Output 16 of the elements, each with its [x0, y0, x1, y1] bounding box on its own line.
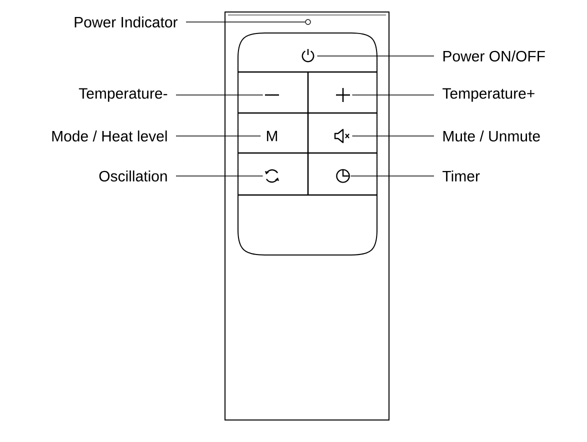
button-icon — [336, 169, 350, 183]
callout-label: Power Indicator — [74, 16, 178, 28]
callout-label: Mode / Heat level — [52, 130, 167, 142]
callout-label: Temperature- — [78, 88, 168, 102]
button-letter: M — [266, 130, 278, 142]
callout-label: Power ON/OFF — [443, 50, 545, 62]
callout-label: Mute / Unmute — [443, 130, 540, 142]
button-icon — [336, 88, 350, 102]
button-icon — [302, 49, 314, 62]
leader-line — [352, 94, 434, 96]
callout-label: Oscillation — [99, 170, 167, 182]
leader-line — [176, 94, 264, 96]
indicator-light — [305, 19, 311, 25]
callout-label: Temperature+ — [442, 88, 534, 102]
callout-label: Timer — [442, 170, 480, 182]
button-icon — [334, 128, 350, 144]
